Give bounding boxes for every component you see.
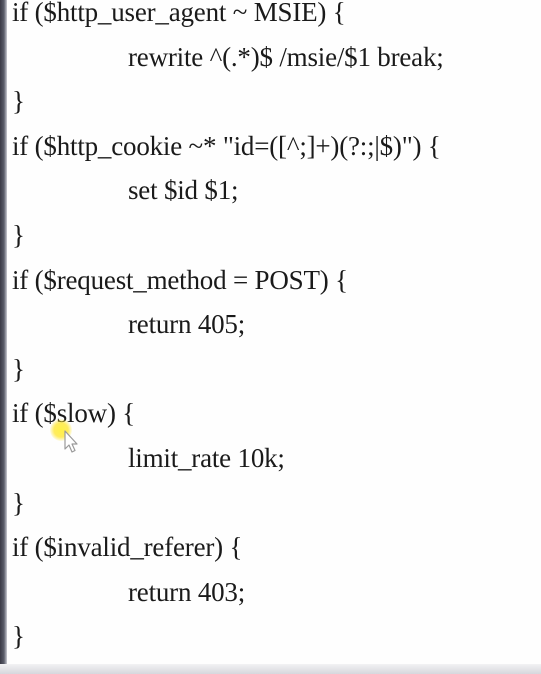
mouse-pointer-icon <box>64 430 78 453</box>
code-line: } <box>12 487 25 518</box>
code-line: if ($request_method = POST) { <box>12 264 348 295</box>
window-left-edge <box>0 0 7 674</box>
code-line: return 403; <box>128 576 246 607</box>
code-line: set $id $1; <box>128 175 239 206</box>
window-bottom-edge <box>0 664 541 674</box>
code-line: if ($invalid_referer) { <box>12 532 243 563</box>
code-line: rewrite ^(.*)$ /msie/$1 break; <box>128 41 444 72</box>
code-line: if ($http_user_agent ~ MSIE) { <box>12 0 346 27</box>
code-line: } <box>12 86 25 117</box>
code-line: } <box>12 621 25 652</box>
code-line: } <box>12 219 25 250</box>
code-line: } <box>12 353 25 384</box>
nginx-config-code-block: if ($http_user_agent ~ MSIE) { rewrite ^… <box>12 0 537 659</box>
code-line: if ($slow) { <box>12 398 136 429</box>
code-line: limit_rate 10k; <box>128 442 285 473</box>
code-line: return 405; <box>128 309 246 340</box>
code-line: if ($http_cookie ~* "id=([^;]+)(?:;|$)")… <box>12 130 441 161</box>
